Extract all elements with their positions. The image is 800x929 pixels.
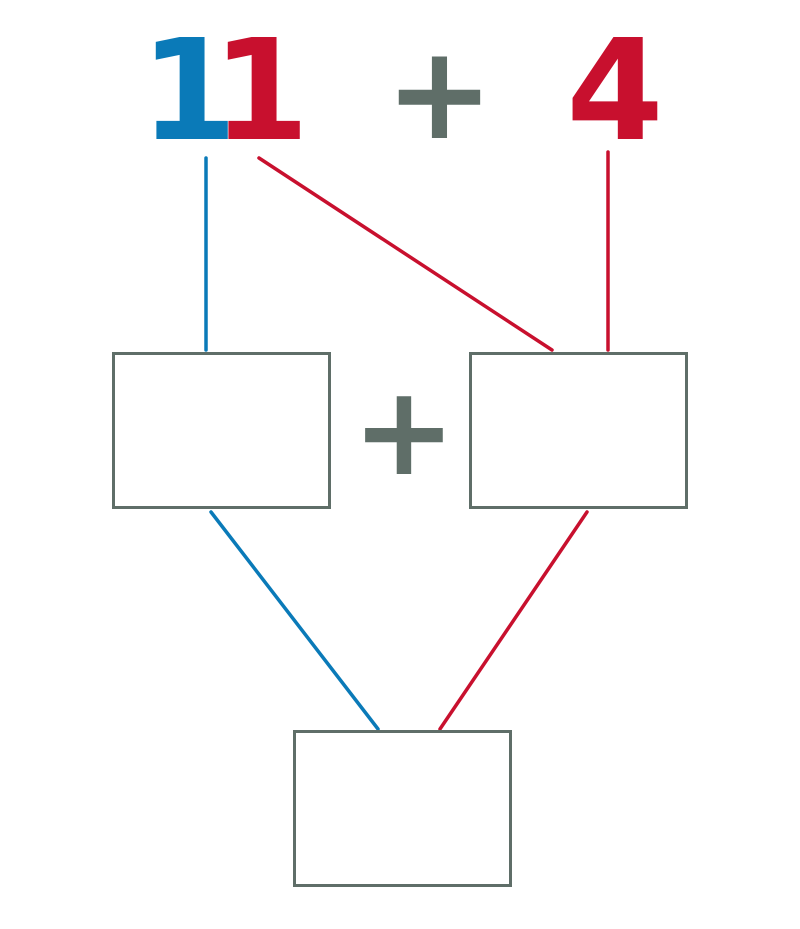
ones-to-right-box-line bbox=[257, 156, 554, 352]
result-box[interactable] bbox=[293, 730, 512, 887]
tens-part-box[interactable] bbox=[112, 352, 331, 509]
ones-sum-box[interactable] bbox=[469, 352, 688, 509]
top-plus-sign: + bbox=[385, 17, 494, 169]
middle-plus-sign: + bbox=[352, 360, 456, 504]
addend-digit: 4 bbox=[566, 10, 664, 173]
right-box-to-result-line bbox=[438, 510, 589, 731]
ones-digit: 1 bbox=[212, 10, 309, 173]
left-box-to-result-line bbox=[209, 510, 380, 731]
tens-digit: 1 bbox=[140, 10, 237, 173]
